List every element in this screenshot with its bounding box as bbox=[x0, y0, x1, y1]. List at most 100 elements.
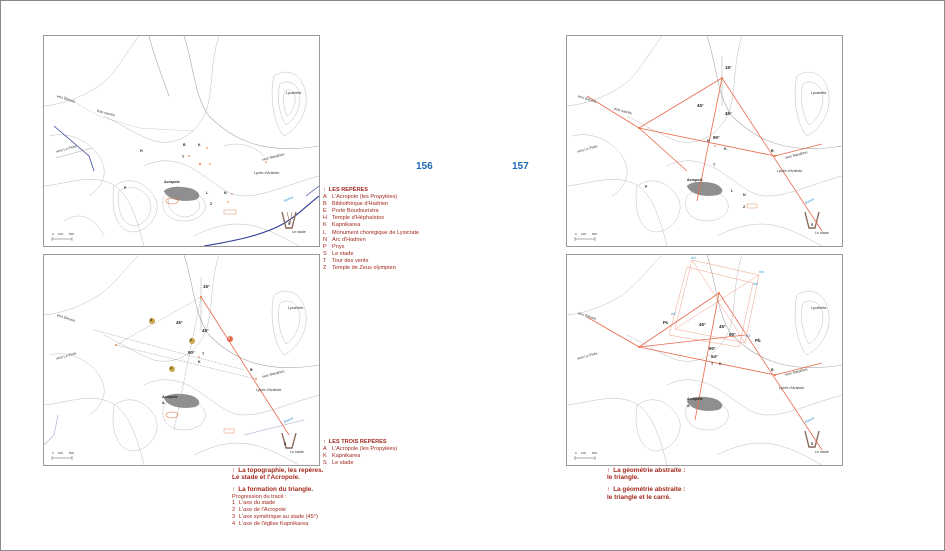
marker-h: H bbox=[140, 149, 143, 153]
map-abstract-triangle-drawing bbox=[567, 36, 842, 246]
scale-0: 0 bbox=[52, 451, 54, 455]
marker-a: A bbox=[687, 404, 690, 408]
label-le-stade: Le stade bbox=[815, 450, 829, 454]
legend-trois-title: ↑LES TROIS REPÈRES bbox=[323, 439, 387, 445]
scale-500: 500 bbox=[592, 232, 598, 236]
scale-100: 100 bbox=[58, 232, 64, 236]
square-label-m3: m3 bbox=[745, 334, 750, 338]
label-lycee: Lycée d'Aristote bbox=[254, 171, 280, 175]
marker-t: T bbox=[713, 163, 716, 167]
angle-45-b: 45° bbox=[725, 111, 732, 116]
angle-90: 90° bbox=[188, 350, 195, 355]
page-number-right: 157 bbox=[512, 161, 529, 172]
arrow-up-icon: ↑ bbox=[323, 187, 326, 193]
caption-le-triangle: le triangle. bbox=[607, 474, 639, 482]
square-label-m1: m1 bbox=[691, 256, 696, 260]
marker-t: T bbox=[182, 155, 185, 159]
map-abstract-triangle: Lycabette Lycée d'Aristote vers Éleusis … bbox=[566, 35, 843, 247]
angle-54: 54° bbox=[711, 354, 718, 359]
caption-topographie: ↑La topographie, les repères. bbox=[232, 467, 324, 474]
caption-stade-acropole: Le stade et l'Acropole. bbox=[232, 474, 300, 482]
caption-geometrie-carre: ↑La géométrie abstraite : bbox=[607, 486, 686, 494]
map-triangle-formation-drawing bbox=[44, 255, 319, 465]
map-topography: Lycabette Lycée d'Aristote vers Éleusis … bbox=[43, 35, 320, 247]
angle-15: 15° bbox=[725, 65, 732, 70]
label-lycabette: Lycabette bbox=[286, 91, 302, 95]
label-acropole: Acropole bbox=[164, 180, 180, 184]
angle-90: 90° bbox=[709, 346, 716, 351]
marker-k: K bbox=[724, 147, 727, 151]
step-marker-4: 4 bbox=[170, 366, 172, 370]
caption-left: ↑La topographie, les repères. Le stade e… bbox=[232, 467, 323, 528]
angle-45-b: 45° bbox=[719, 324, 726, 329]
arrow-up-icon: ↑ bbox=[232, 486, 236, 494]
label-lycee: Lycée d'Aristote bbox=[256, 388, 282, 392]
angle-15: 15° bbox=[203, 284, 210, 289]
marker-b: B bbox=[771, 368, 774, 372]
arrow-up-icon: ↑ bbox=[232, 467, 236, 474]
marker-p: P bbox=[124, 186, 127, 190]
marker-b: B bbox=[183, 143, 186, 147]
caption-triangle-carre: le triangle et le carré. bbox=[607, 493, 671, 501]
marker-t: T bbox=[202, 352, 205, 356]
marker-b: B bbox=[771, 149, 774, 153]
scale-500: 500 bbox=[69, 451, 75, 455]
map-triangle-formation: Lycabette Lycée d'Aristote vers Éleusis … bbox=[43, 254, 320, 466]
marker-n: N bbox=[743, 193, 746, 197]
scale-500: 500 bbox=[69, 232, 75, 236]
step-marker-2: 2 bbox=[190, 338, 192, 342]
square-label-pc: Pc bbox=[663, 320, 669, 325]
label-lycabette: Lycabette bbox=[811, 91, 827, 95]
label-lycee: Lycée d'Aristote bbox=[779, 386, 805, 390]
caption-right: ↑La géométrie abstraite : le triangle. ↑… bbox=[607, 467, 685, 501]
scale-500: 500 bbox=[592, 451, 598, 455]
scale-0: 0 bbox=[575, 451, 577, 455]
marker-k: K bbox=[198, 143, 201, 147]
angle-90-b: 90° bbox=[729, 332, 736, 337]
label-le-stade: Le stade bbox=[815, 231, 829, 235]
label-le-stade: Le stade bbox=[290, 450, 304, 454]
arrow-up-icon: ↑ bbox=[607, 467, 611, 474]
marker-l: L bbox=[731, 189, 734, 193]
arrow-up-icon: ↑ bbox=[323, 439, 326, 445]
square-label-m2: m2 bbox=[671, 312, 676, 316]
marker-b: B bbox=[250, 368, 253, 372]
scale-100: 100 bbox=[581, 451, 587, 455]
angle-45-a: 45° bbox=[699, 322, 706, 327]
square-label-pb: Pb bbox=[755, 338, 761, 343]
marker-t: T bbox=[711, 362, 714, 366]
marker-z: Z bbox=[743, 205, 746, 209]
map-triangle-square-drawing bbox=[567, 255, 842, 465]
arrow-up-icon: ↑ bbox=[607, 486, 611, 494]
marker-k: K bbox=[719, 362, 722, 366]
label-lycabette: Lycabette bbox=[288, 306, 304, 310]
legend-reperes-title: ↑LES REPÈRES bbox=[323, 187, 368, 193]
marker-k: K bbox=[198, 360, 201, 364]
square-label-m5: m5 bbox=[753, 282, 758, 286]
marker-p: P bbox=[645, 185, 648, 189]
caption-progression: Progression du tracé : bbox=[232, 493, 287, 500]
label-lycabette: Lycabette bbox=[811, 306, 827, 310]
step-marker-1: 1 bbox=[228, 336, 230, 340]
map-triangle-square: Lycabette Lycée d'Aristote vers Éleusis … bbox=[566, 254, 843, 466]
marker-n: N bbox=[224, 191, 227, 195]
map-topography-drawing bbox=[44, 36, 319, 246]
marker-a: A bbox=[162, 401, 165, 405]
marker-h: H bbox=[707, 139, 710, 143]
scale-0: 0 bbox=[52, 232, 54, 236]
